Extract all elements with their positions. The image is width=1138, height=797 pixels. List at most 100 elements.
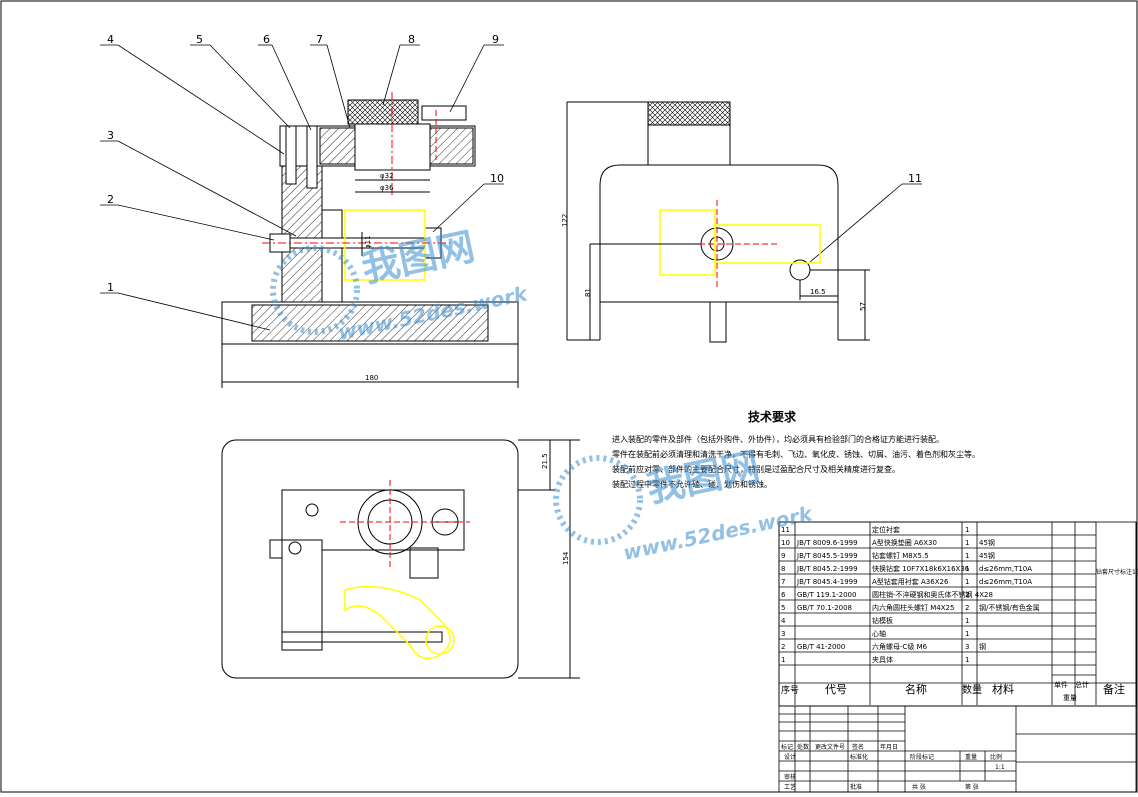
bom-cell-name: 定位衬套 bbox=[872, 525, 900, 534]
bom-cell-qty: 1 bbox=[965, 656, 969, 664]
callout-11: 11 bbox=[908, 172, 922, 185]
side-workpiece bbox=[659, 209, 821, 276]
screw-5 bbox=[285, 125, 297, 185]
tb-change-doc: 更改文件号 bbox=[815, 743, 845, 751]
bom-cell-qty: 1 bbox=[965, 526, 969, 534]
side-bushing-top bbox=[647, 124, 731, 166]
callout-2: 2 bbox=[107, 193, 114, 206]
dim-bore-inner: φ32 bbox=[380, 172, 394, 180]
tb-sign: 签名 bbox=[852, 743, 864, 751]
tb-mark: 标记 bbox=[781, 743, 793, 751]
title-block-text: 标记 处数 更改文件号 签名 年月日 设计 标准化 阶段标记 重量 比例 1:1… bbox=[781, 743, 1005, 791]
top-workpiece-arm bbox=[344, 585, 451, 660]
top-mandrel bbox=[281, 631, 443, 643]
watermark-2: 我图网 www.52des.work bbox=[553, 444, 816, 565]
top-view bbox=[221, 439, 580, 679]
top-washer bbox=[409, 547, 439, 579]
leader-8 bbox=[382, 44, 401, 106]
bom-header-no: 序号 bbox=[781, 684, 799, 696]
callout-10: 10 bbox=[490, 172, 504, 185]
bom-note-right: 钻套尺寸标注10mm bbox=[1096, 568, 1138, 576]
bom-header-material: 材料 bbox=[992, 682, 1014, 696]
title-frame bbox=[778, 705, 1137, 793]
dim-side-right: 57 bbox=[859, 302, 867, 311]
bom-header-weight: 重量 bbox=[1063, 694, 1077, 702]
dim-side-total: 122 bbox=[561, 214, 569, 227]
bom-cell-qty: 2 bbox=[965, 604, 969, 612]
bom-cell-material: d≤26mm,T10A bbox=[979, 565, 1032, 573]
drill-plate-hatch-left bbox=[319, 127, 356, 165]
dim-bore-outer: φ36 bbox=[380, 184, 394, 192]
bom-cell-no: 6 bbox=[781, 591, 786, 599]
bom-cell-name: 钻模板 bbox=[872, 616, 893, 625]
bom-cell-name: 圆柱销-不淬硬钢和奥氏体不锈钢 4X28 bbox=[872, 590, 993, 599]
leader-3 bbox=[117, 140, 297, 237]
bom-cell-code: JB/T 8045.4-1999 bbox=[796, 578, 858, 586]
tb-sheet: 第 张 bbox=[965, 783, 979, 791]
bom-cell-code: GB/T 119.1-2000 bbox=[797, 591, 856, 599]
tb-scale: 比例 bbox=[990, 753, 1002, 761]
dim-top-offset: 21.5 bbox=[541, 453, 549, 469]
bom-cell-material: d≤26mm,T10A bbox=[979, 578, 1032, 586]
callout-4: 4 bbox=[107, 33, 114, 46]
bom-cell-name: A型钻套用衬套 A36X26 bbox=[872, 577, 949, 586]
bom-cell-qty: 1 bbox=[965, 617, 969, 625]
front-dim-texts: φ32 φ36 φ11 180 bbox=[364, 172, 394, 382]
callout-5: 5 bbox=[196, 33, 203, 46]
bom-header-unit: 单件 bbox=[1054, 680, 1068, 689]
tb-standardize: 标准化 bbox=[850, 753, 868, 761]
bom-cell-no: 7 bbox=[781, 578, 785, 586]
tb-review: 审核 bbox=[784, 773, 796, 781]
workpiece-outline bbox=[344, 209, 426, 281]
tb-process: 工艺 bbox=[784, 783, 796, 791]
callout-9: 9 bbox=[492, 33, 499, 46]
leader-7 bbox=[326, 44, 351, 129]
tech-line-4: 装配过程中零件不允许磕、碰、划伤和锈蚀。 bbox=[612, 479, 772, 489]
bom-cell-no: 8 bbox=[781, 565, 785, 573]
watermark-globe-icon bbox=[553, 455, 643, 545]
bom-header-code: 代号 bbox=[825, 683, 847, 696]
bom-cell-code: JB/T 8045.2-1999 bbox=[796, 565, 858, 573]
tech-line-1: 进入装配的零件及部件（包括外购件、外协件），均必须具有检验部门的合格证方能进行装… bbox=[612, 434, 944, 444]
bom-cell-qty: 1 bbox=[965, 578, 969, 586]
leader-9 bbox=[449, 44, 485, 113]
bom-cell-no: 9 bbox=[781, 552, 785, 560]
leader-4 bbox=[117, 44, 285, 155]
drill-plate-hatch-right bbox=[429, 127, 474, 165]
top-dim-texts: 21.5 154 bbox=[541, 453, 570, 565]
dim-top-height: 154 bbox=[562, 551, 570, 565]
bom-cell-qty: 1 bbox=[965, 565, 969, 573]
bom-cell-code: GB/T 41-2000 bbox=[797, 643, 845, 651]
watermark-brand: 我图网 bbox=[358, 224, 479, 291]
tb-weight: 重量 bbox=[965, 753, 977, 761]
pin-6 bbox=[306, 125, 318, 189]
bom-cell-name: 六角螺母-C级 M6 bbox=[872, 642, 928, 651]
bom-cell-material: 钢/不锈钢/有色金属 bbox=[979, 603, 1040, 612]
bom-cell-material: 45钢 bbox=[979, 538, 995, 547]
tech-title: 技术要求 bbox=[748, 409, 797, 424]
side-slot bbox=[709, 301, 727, 343]
side-workpiece-arm bbox=[714, 224, 821, 264]
bom-cell-qty: 1 bbox=[965, 552, 969, 560]
bom-cell-no: 10 bbox=[781, 539, 790, 547]
bushing-screw bbox=[421, 105, 467, 121]
tb-design: 设计 bbox=[784, 753, 796, 761]
leader-6 bbox=[271, 44, 312, 131]
bom-cell-qty: 2 bbox=[965, 591, 969, 599]
tb-approve: 批准 bbox=[850, 783, 862, 791]
bom-frame bbox=[778, 521, 1137, 707]
leaders bbox=[100, 44, 922, 331]
callout-labels: 4 5 6 7 8 9 3 2 1 10 11 bbox=[107, 33, 922, 294]
leader-2 bbox=[117, 204, 275, 241]
top-nut bbox=[269, 539, 283, 559]
bom-cell-code: JB/T 8045.5-1999 bbox=[796, 552, 858, 560]
bom-table bbox=[778, 521, 1137, 707]
bom-cell-no: 5 bbox=[781, 604, 785, 612]
bom-cell-no: 2 bbox=[781, 643, 785, 651]
leader-5 bbox=[209, 44, 291, 129]
bom-cell-name: 钻套螺钉 M8X5.5 bbox=[872, 551, 929, 560]
top-workpiece bbox=[344, 585, 455, 660]
